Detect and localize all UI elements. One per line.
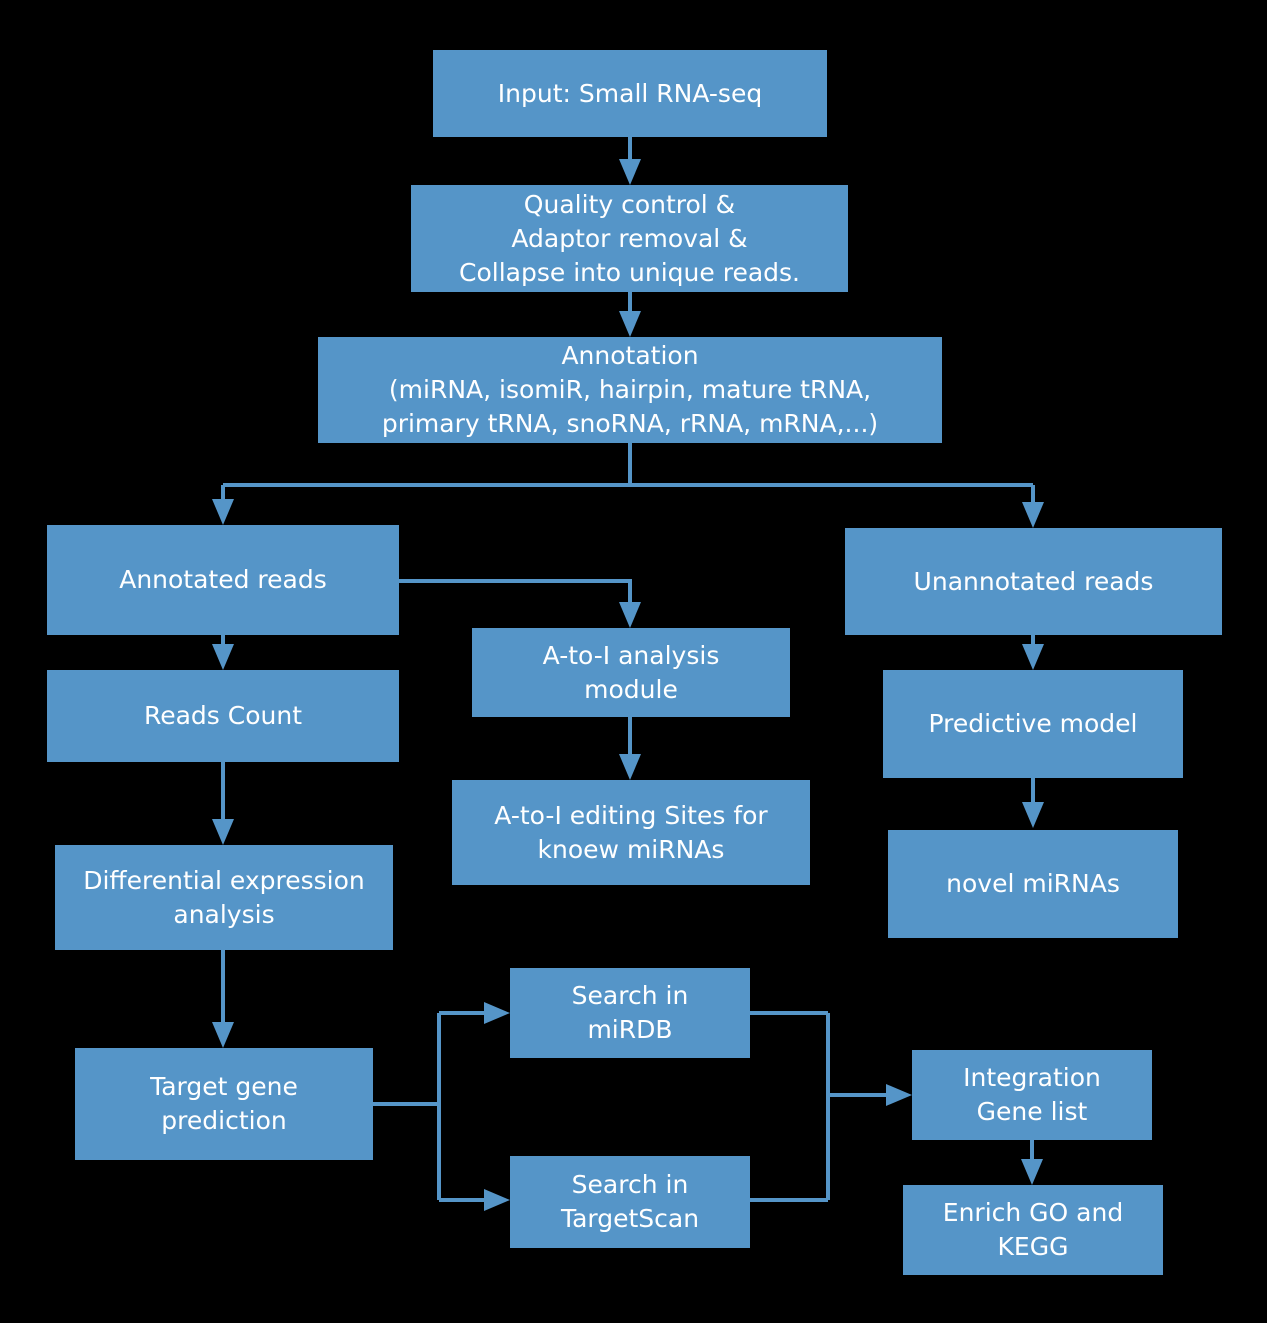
node-target-gene-prediction: Target gene prediction bbox=[75, 1048, 373, 1160]
arrowhead-down-icon bbox=[619, 602, 641, 628]
arrowhead-down-icon bbox=[619, 754, 641, 780]
edge-search-integration-merge bbox=[750, 1011, 888, 1202]
arrowhead-right-icon bbox=[484, 1002, 510, 1024]
node-unannotated-reads: Unannotated reads bbox=[845, 528, 1222, 635]
node-integration-gene-list: Integration Gene list bbox=[912, 1050, 1152, 1140]
arrowhead-down-icon bbox=[1021, 1159, 1043, 1185]
arrowhead-right-icon bbox=[484, 1189, 510, 1211]
arrowhead-down-icon bbox=[1022, 802, 1044, 828]
arrowhead-down-icon bbox=[1022, 644, 1044, 670]
arrowhead-down-icon bbox=[212, 644, 234, 670]
node-predictive-model: Predictive model bbox=[883, 670, 1183, 778]
arrowhead-down-icon bbox=[212, 1022, 234, 1048]
node-differential-expression: Differential expression analysis bbox=[55, 845, 393, 950]
node-annotated-reads: Annotated reads bbox=[47, 525, 399, 635]
node-annotation: Annotation (miRNA, isomiR, hairpin, matu… bbox=[318, 337, 942, 443]
node-atoi-analysis-module: A-to-I analysis module bbox=[472, 628, 790, 717]
node-reads-count: Reads Count bbox=[47, 670, 399, 762]
edge-annotation-split bbox=[221, 443, 1035, 504]
node-search-mirdb: Search in miRDB bbox=[510, 968, 750, 1058]
node-enrich-go-kegg: Enrich GO and KEGG bbox=[903, 1185, 1163, 1275]
node-quality-control: Quality control & Adaptor removal & Coll… bbox=[411, 185, 848, 292]
edge-annotated-atoi bbox=[399, 579, 632, 604]
arrowhead-right-icon bbox=[886, 1084, 912, 1106]
node-search-targetscan: Search in TargetScan bbox=[510, 1156, 750, 1248]
node-input: Input: Small RNA-seq bbox=[433, 50, 827, 137]
arrowhead-down-icon bbox=[619, 159, 641, 185]
arrowhead-down-icon bbox=[212, 819, 234, 845]
edge-target-search-split bbox=[373, 1011, 486, 1202]
arrowhead-down-icon bbox=[212, 499, 234, 525]
node-atoi-editing-sites: A-to-I editing Sites for knoew miRNAs bbox=[452, 780, 810, 885]
arrowhead-down-icon bbox=[619, 311, 641, 337]
arrowhead-down-icon bbox=[1022, 502, 1044, 528]
node-novel-mirnas: novel miRNAs bbox=[888, 830, 1178, 938]
